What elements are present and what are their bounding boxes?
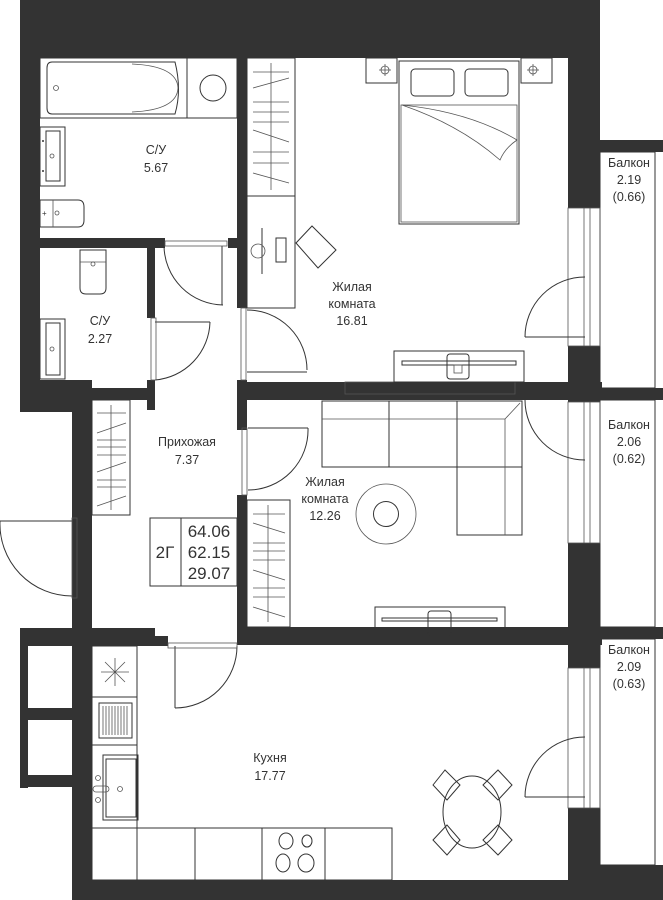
- door-arc-balcony-1: [524, 276, 586, 338]
- wall-shaft-divider: [20, 708, 92, 720]
- room-reduced-area-balcony-1: (0.66): [613, 190, 646, 204]
- wall-living-bottom: [237, 627, 602, 645]
- room-name-living-line1: Жилая: [305, 475, 345, 489]
- room-name-bathroom-small: С/У: [90, 314, 111, 328]
- balcony-slab-2-top: [600, 388, 663, 400]
- tv-stand-icon-2: [374, 606, 506, 638]
- room-area-bathroom-small: 2.27: [88, 332, 112, 346]
- doors: [0, 240, 586, 798]
- room-area-kitchen: 17.77: [254, 769, 285, 783]
- washing-machine-icon: [186, 57, 238, 119]
- balcony-slab-1-top: [600, 140, 663, 152]
- wall-top: [20, 0, 600, 58]
- door-arc-balcony-3: [524, 736, 586, 798]
- furniture: +: [39, 57, 553, 881]
- balcony-1-outline: [599, 151, 656, 389]
- toilet-icon-2: [79, 249, 107, 295]
- room-name-balcony-2: Балкон: [608, 418, 650, 432]
- room-area-balcony-3: 2.09: [617, 660, 641, 674]
- wall-right-3: [568, 382, 600, 402]
- room-labels: С/У 5.67 С/У 2.27 Прихожая 7.37 Жилая ко…: [88, 143, 650, 783]
- room-reduced-area-balcony-3: (0.63): [613, 677, 646, 691]
- wall-right-5: [568, 640, 600, 668]
- wall-shaft-bottom: [20, 775, 92, 787]
- balcony-slab-3-top: [600, 627, 663, 639]
- door-arc-balcony-2: [524, 399, 586, 461]
- dishwasher-icon: [98, 702, 133, 739]
- door-arc-bath-small: [154, 321, 211, 381]
- walls: [20, 0, 663, 900]
- wall-left-upper: [20, 0, 40, 412]
- room-area-balcony-2: 2.06: [617, 435, 641, 449]
- wall-entry-lower: [72, 598, 92, 630]
- room-area-balcony-1: 2.19: [617, 173, 641, 187]
- door-arc-entry: [0, 521, 73, 597]
- wall-bath1-bottom: [20, 238, 165, 248]
- door-arc-bath-large: [163, 245, 224, 306]
- door-arc-living: [247, 427, 309, 491]
- room-name-bedroom-line1: Жилая: [332, 280, 372, 294]
- wall-bath1-bottom-right: [228, 238, 240, 248]
- wall-bottom: [72, 880, 663, 900]
- room-name-bedroom-line2: комната: [328, 297, 375, 311]
- room-name-balcony-1: Балкон: [608, 156, 650, 170]
- wall-living-left-lower: [237, 495, 247, 635]
- room-area-bathroom-large: 5.67: [144, 161, 168, 175]
- desk-icon: [246, 195, 296, 309]
- area-without-balconies: 62.15: [188, 543, 231, 562]
- door-arc-kitchen: [174, 645, 238, 709]
- sofa-icon: [321, 400, 523, 536]
- chair-icon: [295, 225, 337, 269]
- room-area-bedroom: 16.81: [336, 314, 367, 328]
- hood-icon: [101, 658, 129, 686]
- wall-hallway-left: [72, 380, 92, 630]
- wall-right-1: [568, 0, 600, 208]
- wall-kitchen-top-step: [130, 636, 168, 646]
- balconies: [599, 151, 656, 866]
- room-name-balcony-3: Балкон: [608, 643, 650, 657]
- toilet-icon: +: [39, 199, 85, 228]
- kitchen-sink-icon: [92, 754, 139, 821]
- balcony-slab-bottom: [600, 865, 663, 900]
- hallway-wardrobe-icon: [91, 399, 131, 516]
- coffee-table-icon: [355, 483, 417, 545]
- living-area: 29.07: [188, 564, 231, 583]
- room-name-hallway: Прихожая: [158, 435, 216, 449]
- room-area-hallway: 7.37: [175, 453, 199, 467]
- wall-kitchen-left: [72, 628, 92, 900]
- room-name-kitchen: Кухня: [253, 751, 286, 765]
- wall-living-left-upper: [237, 400, 247, 430]
- apartment-summary: 2Г 64.06 62.15 29.07: [156, 522, 231, 583]
- sink-icon-2: [39, 318, 66, 380]
- room-reduced-area-balcony-2: (0.62): [613, 452, 646, 466]
- door-arc-bedroom: [246, 309, 308, 371]
- sink-icon: [39, 126, 66, 187]
- svg-text:+: +: [42, 209, 47, 218]
- room-area-living: 12.26: [309, 509, 340, 523]
- tv-stand-icon: [393, 350, 525, 383]
- wall-bedroom-bottom: [237, 382, 602, 400]
- wall-bath2-bottom: [92, 388, 155, 400]
- wall-right-4: [568, 543, 600, 645]
- nightstand-icon: [365, 57, 553, 84]
- bed-icon: [398, 60, 520, 225]
- room-name-living-line2: комната: [301, 492, 348, 506]
- dining-table-icon: [432, 769, 513, 856]
- living-wardrobe-icon: [246, 499, 291, 628]
- apartment-type: 2Г: [156, 543, 175, 562]
- cooktop-icon: [275, 832, 315, 873]
- apartment-summary-box: [149, 517, 238, 587]
- wall-bedroom-left: [237, 58, 247, 308]
- kitchen-counter-icon: [91, 645, 393, 881]
- total-area: 64.06: [188, 522, 231, 541]
- wall-bath2-right-upper: [147, 238, 155, 318]
- wall-right-6: [568, 808, 600, 900]
- room-name-bathroom-large: С/У: [146, 143, 167, 157]
